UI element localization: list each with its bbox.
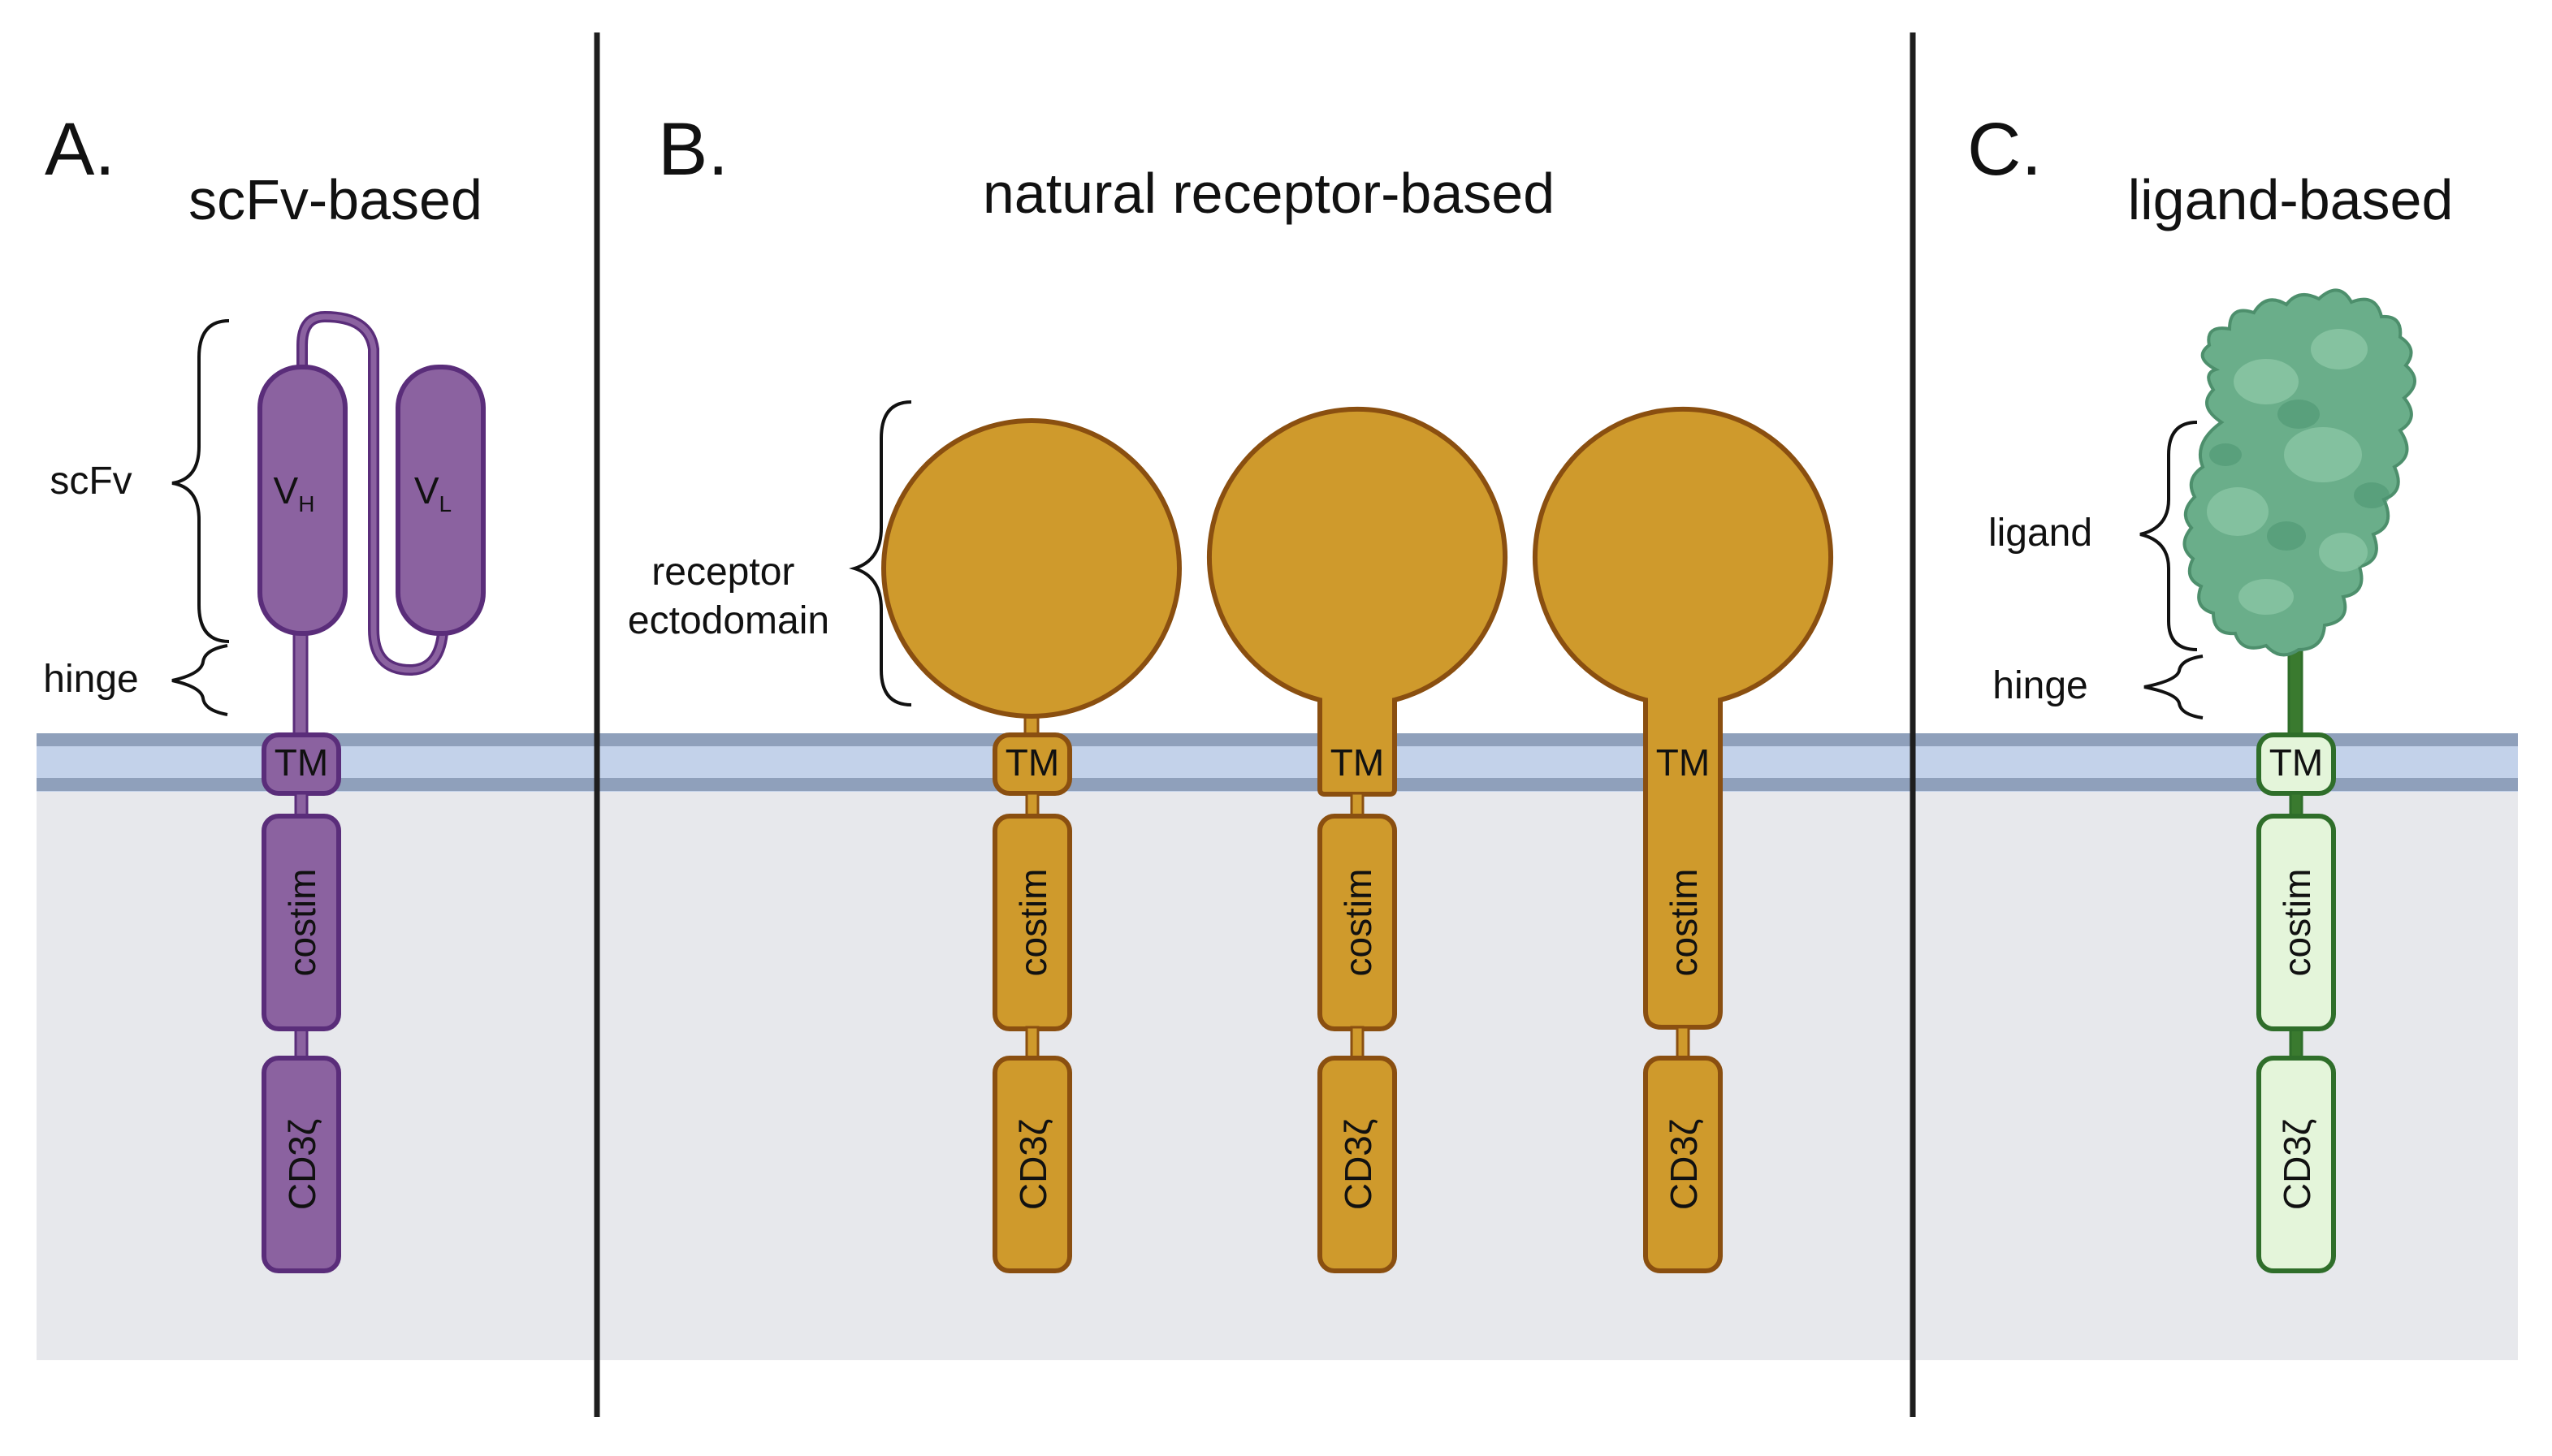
ligand-patch-6	[2238, 579, 2294, 615]
vh-label-main: V	[274, 469, 299, 512]
vh-label: VH	[274, 469, 315, 516]
connector-c-2	[2289, 1026, 2303, 1060]
panel-b: B. natural receptor-based receptor ectod…	[628, 108, 1833, 1273]
receptor-3-cd3z-label: CD3ζ	[1663, 1119, 1705, 1210]
connector-a-2	[294, 1026, 309, 1060]
vh-label-sub: H	[298, 491, 314, 516]
panel-c-letter: C.	[1967, 108, 2042, 191]
membrane-outer-edge	[37, 733, 2518, 746]
cd3z-domain-c	[2256, 1056, 2336, 1273]
ligand-bracket	[2139, 421, 2198, 651]
receptor-3-costim-label: costim	[1663, 869, 1705, 977]
costim-domain-a	[262, 814, 341, 1031]
hinge-bracket-a	[171, 644, 228, 716]
ligand-shade-2	[2354, 482, 2390, 508]
receptor-2-costim-label: costim	[1337, 869, 1379, 977]
receptor-2-cd3z-label: CD3ζ	[1337, 1119, 1379, 1210]
scfv-linker-core	[299, 313, 446, 673]
panel-b-letter: B.	[658, 108, 729, 191]
receptor-1-connector-2	[1025, 1026, 1040, 1060]
scfv-bracket	[171, 319, 230, 643]
receptor-3-connector	[1676, 1026, 1690, 1060]
receptor-1: TM costim CD3ζ	[881, 418, 1182, 1273]
receptor-2-connector-2	[1350, 1026, 1365, 1060]
receptor-1-cd3z-label: CD3ζ	[1012, 1119, 1054, 1210]
cytoplasm-region	[37, 784, 2518, 1360]
membrane-inner-edge	[37, 778, 2518, 791]
ligand-shade-1	[2277, 400, 2320, 429]
ligand-patch-2	[2311, 329, 2368, 369]
receptor-3-cd3z	[1643, 1056, 1723, 1273]
receptor-label-line1: receptor	[651, 551, 794, 594]
receptor-1-ectodomain	[881, 418, 1182, 719]
ligand-patch-4	[2207, 487, 2269, 536]
hinge-stalk-a	[292, 624, 309, 741]
hinge-bracket-a-label: hinge	[43, 658, 138, 701]
ligand-patch-1	[2234, 359, 2299, 404]
receptor-2-cd3z	[1317, 1056, 1397, 1273]
scfv-bracket-label: scFv	[50, 460, 132, 503]
ligand-bracket-label: ligand	[1988, 512, 2092, 555]
receptor-1-costim-label: costim	[1012, 869, 1054, 977]
receptor-2: TM costim CD3ζ	[1207, 406, 1507, 1273]
receptor-3-tm-label: TM	[1656, 741, 1710, 784]
hinge-bracket-c-label: hinge	[1992, 664, 2087, 707]
costim-label-c: costim	[2276, 869, 2318, 977]
receptor-3-ectodomain	[1533, 406, 1833, 1030]
costim-domain-c	[2256, 814, 2336, 1031]
panel-b-title: natural receptor-based	[983, 162, 1555, 225]
receptor-bracket	[849, 400, 912, 706]
receptor-2-ectodomain	[1207, 406, 1507, 797]
ligand-patch-5	[2319, 533, 2368, 572]
ligand-patch-3	[2284, 427, 2362, 482]
hinge-bracket-c	[2143, 655, 2204, 719]
panel-c: C. ligand-based ligand hinge TM	[1967, 108, 2454, 1273]
receptor-bracket-label: receptor ectodomain	[628, 551, 829, 642]
receptor-label-line2: ectodomain	[628, 599, 829, 642]
vl-label-main: V	[414, 469, 439, 512]
panel-a-letter: A.	[45, 108, 115, 191]
panel-a-title: scFv-based	[188, 168, 482, 231]
vl-domain	[396, 365, 486, 636]
vl-label-sub: L	[439, 491, 452, 516]
vh-domain	[257, 365, 348, 636]
cd3z-label-c: CD3ζ	[2276, 1119, 2318, 1210]
ligand-shade-3	[2267, 521, 2306, 551]
ligand-protein	[2182, 288, 2416, 657]
ligand-shade-4	[2209, 443, 2242, 466]
cd3z-domain-a	[262, 1056, 341, 1273]
receptor-2-tm-label: TM	[1330, 741, 1384, 784]
receptor-3: TM costim CD3ζ	[1533, 406, 1833, 1273]
tm-label-c: TM	[2269, 741, 2323, 784]
receptor-1-cd3z	[993, 1056, 1072, 1273]
cd3z-label-a: CD3ζ	[281, 1119, 323, 1210]
hinge-stalk-c	[2287, 648, 2303, 741]
costim-label-a: costim	[281, 869, 323, 977]
vl-label: VL	[414, 469, 452, 516]
receptor-1-tm-label: TM	[1006, 741, 1059, 784]
panel-a: A. scFv-based scFv hinge VH VL TM costim…	[43, 108, 486, 1273]
panel-c-title: ligand-based	[2128, 168, 2454, 231]
tm-label-a: TM	[275, 741, 328, 784]
